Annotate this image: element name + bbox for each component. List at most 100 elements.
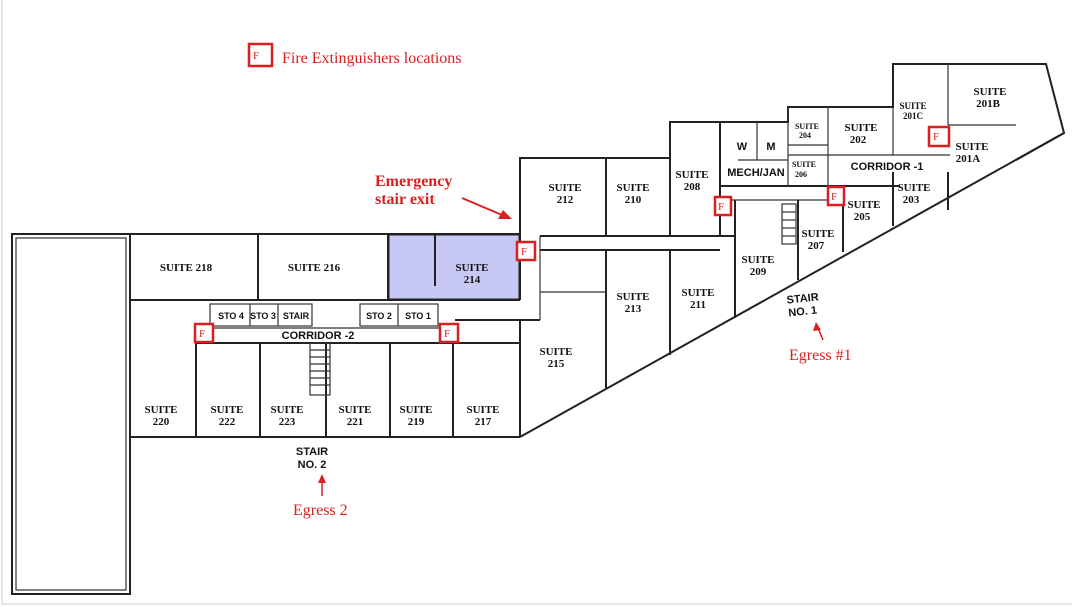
storage-block-east xyxy=(359,303,439,327)
suite-208-number: 208 xyxy=(684,181,701,193)
suite-216-label: SUITE 216 xyxy=(288,262,341,274)
m-room-label: M xyxy=(766,141,775,153)
suite-205-number: 205 xyxy=(854,211,871,223)
suite-201c-label: SUITE xyxy=(899,101,926,111)
suite-213-number: 213 xyxy=(625,303,642,315)
sto-4-label: STO 4 xyxy=(218,311,244,321)
suite-204-label: SUITE xyxy=(795,122,819,131)
extinguisher-marker-label: F xyxy=(521,246,527,258)
sto-2-label: STO 2 xyxy=(366,311,392,321)
diagonal-south-wall xyxy=(519,132,1065,438)
emergency-exit-line2: stair exit xyxy=(375,191,435,208)
suite-207-label: SUITE xyxy=(801,228,834,240)
suite-201b-number: 201B xyxy=(976,98,1001,110)
suite-203-number: 203 xyxy=(903,194,920,206)
suite-214-label: SUITE xyxy=(455,262,488,274)
extinguisher-icon xyxy=(193,322,215,344)
suite-221-number: 221 xyxy=(347,416,364,428)
suite-201c-number: 201C xyxy=(903,111,923,121)
suite-217-number: 217 xyxy=(475,416,492,428)
suite-218-label: SUITE 218 xyxy=(160,262,213,274)
suite-221-label: SUITE xyxy=(338,404,371,416)
suite-204-number: 204 xyxy=(799,131,811,140)
egress-2-label: Egress 2 xyxy=(293,502,348,519)
suite-214-highlight xyxy=(388,234,520,300)
w-room-label: W xyxy=(737,141,748,153)
extinguisher-marker-label: F xyxy=(831,191,837,203)
egress-1-label: Egress #1 xyxy=(789,347,852,364)
legend-symbol: F xyxy=(253,50,259,62)
service-labels: CORRIDOR -2 CORRIDOR -1 STO 4 STO 3 STAI… xyxy=(218,141,923,342)
suite-214-number: 214 xyxy=(464,274,481,286)
building-walls xyxy=(11,63,1066,595)
mech-jan-label: MECH/JAN xyxy=(727,167,785,179)
left-wing xyxy=(11,233,131,595)
fire-extinguisher-markers: F F F F F F xyxy=(193,125,951,344)
suite-208-label: SUITE xyxy=(675,169,708,181)
stair-1-number: NO. 1 xyxy=(788,305,818,320)
suite-206-number: 206 xyxy=(795,170,807,179)
legend-extinguisher-icon xyxy=(247,42,274,68)
emergency-exit-line1: Emergency xyxy=(375,173,452,190)
suite-211-label: SUITE xyxy=(681,287,714,299)
extinguisher-marker-label: F xyxy=(718,201,724,213)
stair-2-title: STAIR xyxy=(296,446,328,458)
suite-212-number: 212 xyxy=(557,194,574,206)
corridor-1-label: CORRIDOR -1 xyxy=(851,161,924,173)
suite-201a-label: SUITE xyxy=(955,141,988,153)
suite-223-number: 223 xyxy=(279,416,296,428)
suite-209-label: SUITE xyxy=(741,254,774,266)
extinguisher-marker-label: F xyxy=(199,328,205,340)
suite-222-number: 222 xyxy=(219,416,236,428)
stair-2-number: NO. 2 xyxy=(298,459,327,471)
extinguisher-icon xyxy=(713,195,733,217)
legend: F Fire Extinguishers locations xyxy=(247,42,462,68)
suite-223-label: SUITE xyxy=(270,404,303,416)
suite-222-label: SUITE xyxy=(210,404,243,416)
suite-220-number: 220 xyxy=(153,416,170,428)
sto-3-label: STO 3 xyxy=(250,311,276,321)
suite-labels: SUITE 218 SUITE 216 SUITE 214 SUITE 220 … xyxy=(144,86,1006,428)
stair-1-treads xyxy=(781,203,797,245)
corridor-2-label: CORRIDOR -2 xyxy=(282,330,355,342)
legend-label: Fire Extinguishers locations xyxy=(282,50,462,67)
suite-213-label: SUITE xyxy=(616,291,649,303)
suite-207-number: 207 xyxy=(808,240,825,252)
stair-2-treads xyxy=(309,342,331,396)
suite-219-label: SUITE xyxy=(399,404,432,416)
sto-1-label: STO 1 xyxy=(405,311,431,321)
stair-labels: STAIR NO. 1 STAIR NO. 2 xyxy=(296,291,819,471)
suite-202-label: SUITE xyxy=(844,122,877,134)
egress-1-arrowhead xyxy=(813,322,821,331)
emergency-exit-arrowhead xyxy=(498,210,512,219)
egress-2-arrowhead xyxy=(318,474,326,483)
suite-219-number: 219 xyxy=(408,416,425,428)
storage-block-west xyxy=(209,303,313,327)
suite-201b-label: SUITE xyxy=(973,86,1006,98)
extinguisher-marker-label: F xyxy=(933,131,939,143)
suite-201a-number: 201A xyxy=(956,153,981,165)
extinguisher-icon xyxy=(826,185,846,207)
extinguisher-marker-label: F xyxy=(444,328,450,340)
annotations: Emergency stair exit Egress #1 Egress 2 xyxy=(293,173,852,519)
suite-220-label: SUITE xyxy=(144,404,177,416)
suite-215-label: SUITE xyxy=(539,346,572,358)
suite-206-label: SUITE xyxy=(792,160,816,169)
stair-1-title: STAIR xyxy=(786,291,819,306)
suite-210-label: SUITE xyxy=(616,182,649,194)
extinguisher-icon xyxy=(515,240,537,262)
suite-212-label: SUITE xyxy=(548,182,581,194)
suite-202-number: 202 xyxy=(850,134,867,146)
suite-210-number: 210 xyxy=(625,194,642,206)
stair-abbr-label: STAIR xyxy=(283,311,310,321)
suite-217-label: SUITE xyxy=(466,404,499,416)
suite-215-number: 215 xyxy=(548,358,565,370)
north-outline xyxy=(130,63,1066,235)
left-wing-inner xyxy=(15,237,127,591)
suite-211-number: 211 xyxy=(690,299,706,311)
extinguisher-icon xyxy=(438,322,460,344)
suite-209-number: 209 xyxy=(750,266,767,278)
